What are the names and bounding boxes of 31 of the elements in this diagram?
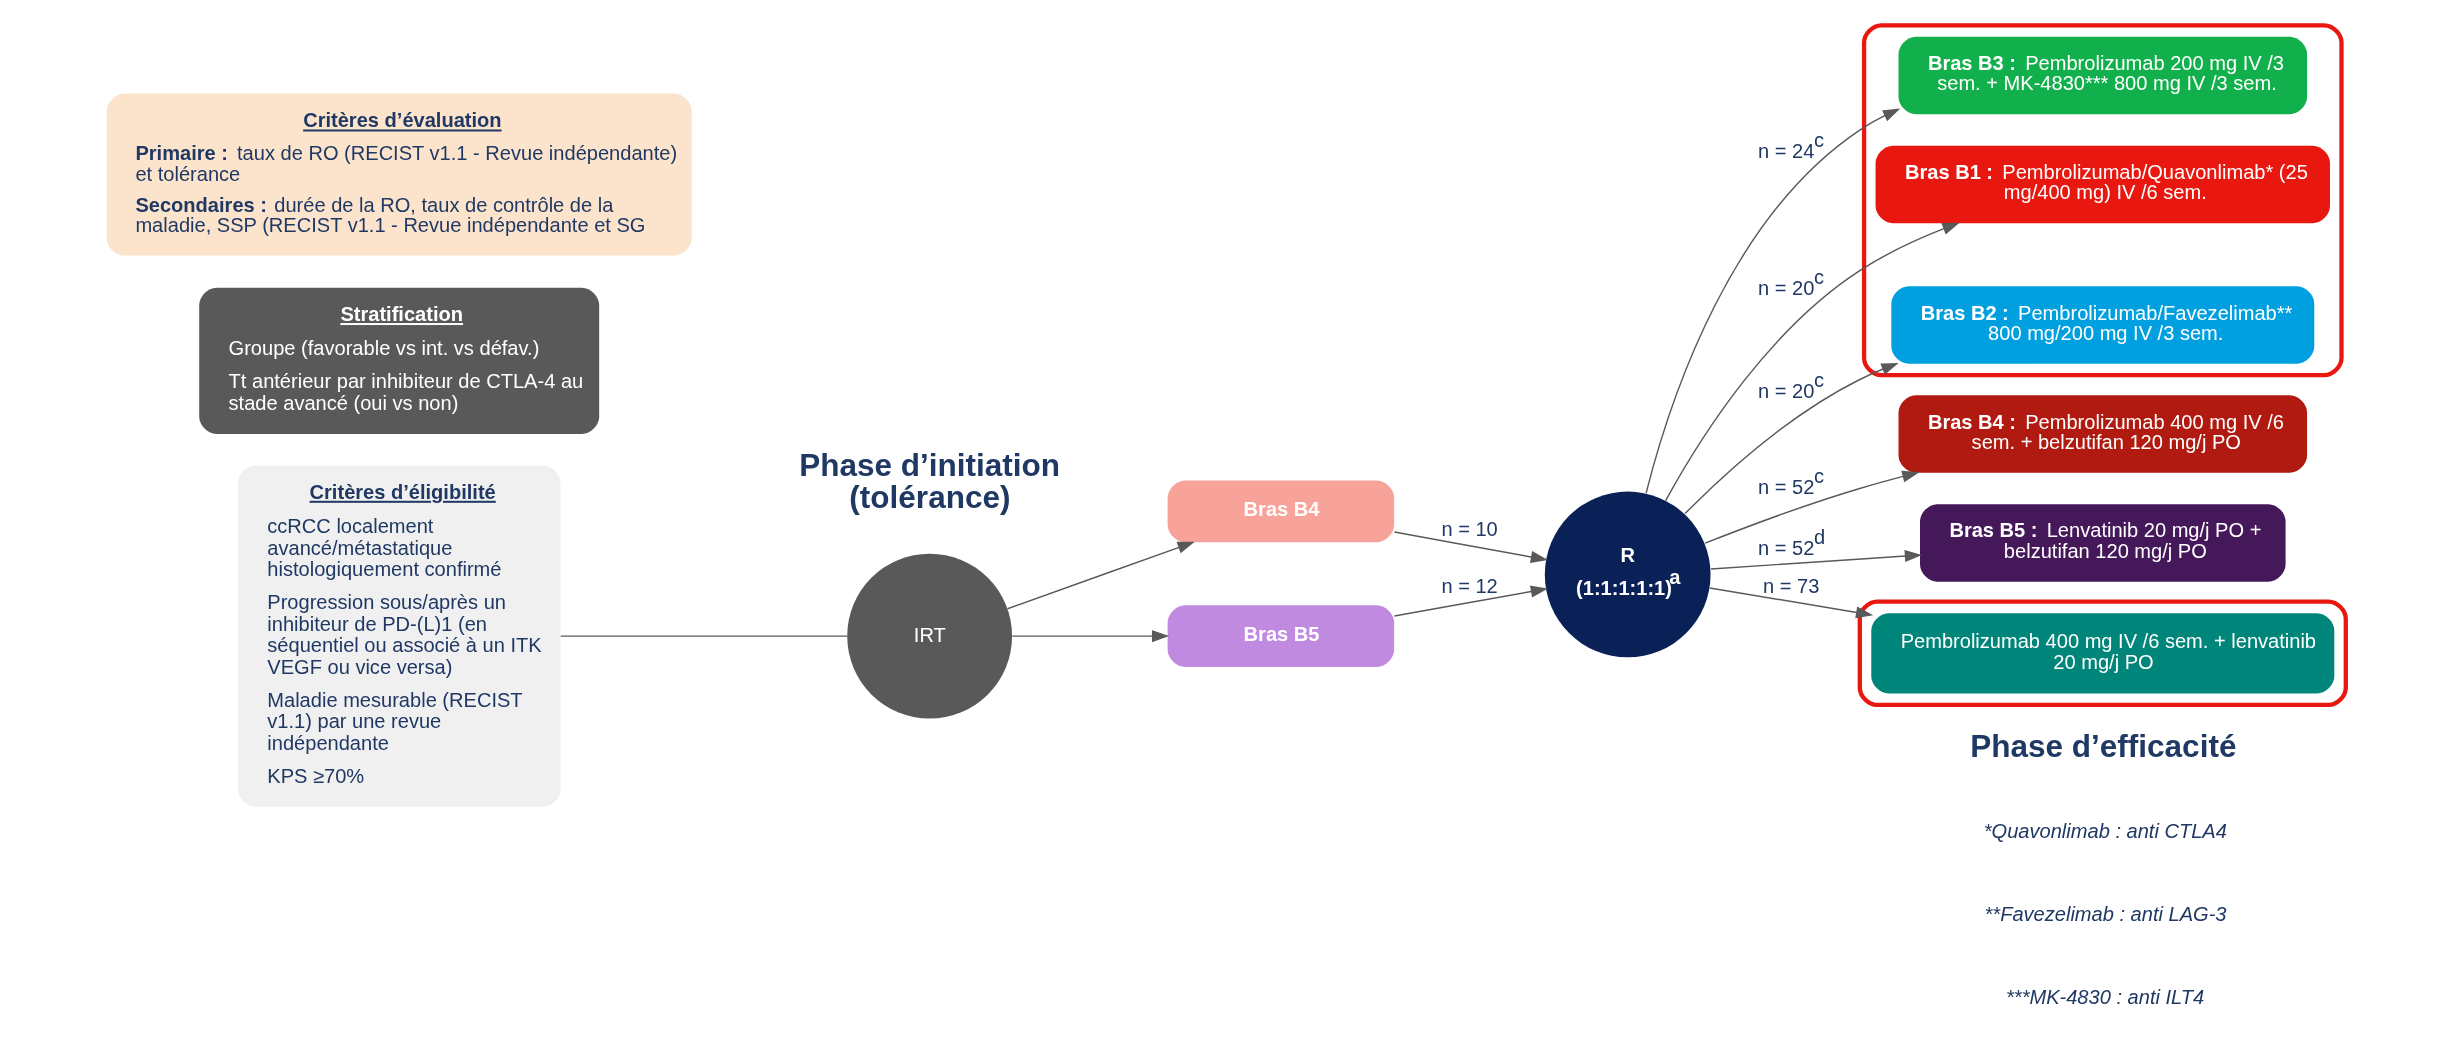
label: **Favezelimab : anti LAG-3 (1984, 902, 2227, 925)
arrow (1006, 541, 1195, 610)
node-box: Critères d’évaluation Primaire : taux de RO (RECIST v1.1 - Revue indépendante) et tolérance Secondaires : durée de la RO, taux de contrôle de la maladie, SSP (RECIST v1.1 - Revue indépendante et SG (106, 93, 692, 256)
node-circle: IRT (847, 553, 1013, 719)
node-box: Bras B3 : Pembrolizumab 200 mg IV /3 sem. + MK-4830*** 800 mg IV /3 sem. (1898, 36, 2308, 115)
arrow (1011, 630, 1170, 643)
edge-label: n = 10 (1441, 518, 1498, 541)
edge-label: n = 73 (1763, 575, 1820, 598)
connector (560, 635, 848, 637)
node-box: Stratification Groupe (favorable vs int. vs défav.) Tt antérieur par inhibiteur de CTLA-4 au stade avancé (oui vs non) (199, 287, 600, 434)
label: *Quavonlimab : anti CTLA4 (1983, 819, 2227, 842)
arrow (1645, 108, 1901, 494)
arrow (1393, 585, 1548, 617)
node-box: Bras B4 : Pembrolizumab 400 mg IV /6 sem. + belzutifan 120 mg/j PO (1898, 395, 2308, 473)
node-box: Bras B5 : Lenvatinib 20 mg/j PO + belzutifan 120 mg/j PO (1920, 504, 2286, 582)
label: Phase d’efficacité (1970, 728, 2237, 765)
label: Phase d’initiation (tolérance) (799, 447, 1061, 515)
arrow (1393, 531, 1548, 563)
node-box: Pembrolizumab 400 mg IV /6 sem. + lenvatinib 20 mg/j PO (1871, 613, 2335, 694)
arrow (1709, 587, 1874, 619)
node-box: Bras B1 : Pembrolizumab/Quavonlimab* (25 mg/400 mg) IV /6 sem. (1875, 145, 2331, 224)
arrow (1704, 470, 1920, 544)
arrow (1684, 362, 1899, 515)
node-box: Critères d’éligibilité ccRCC localement avancé/métastatique histologiquement confirmé Progression sous/après un inhibiteur de PD-(L)1 (en séquentiel ou associé à un ITK VEGF ou vice versa) Maladie mesurable (RECIST v1.1) par une revue indépendante KPS ≥70% (237, 465, 561, 807)
node-box: Bras B2 : Pembrolizumab/Favezelimab** 800 mg/200 mg IV /3 sem. (1891, 286, 2315, 364)
edge-label: n = 12 (1441, 575, 1498, 598)
arrow (1710, 550, 1922, 570)
node-box: Bras B5 (1167, 605, 1395, 667)
arrow (1664, 222, 1960, 502)
label: ***MK-4830 : anti ILT4 (2006, 986, 2205, 1009)
node-box: Bras B4 (1167, 480, 1395, 543)
